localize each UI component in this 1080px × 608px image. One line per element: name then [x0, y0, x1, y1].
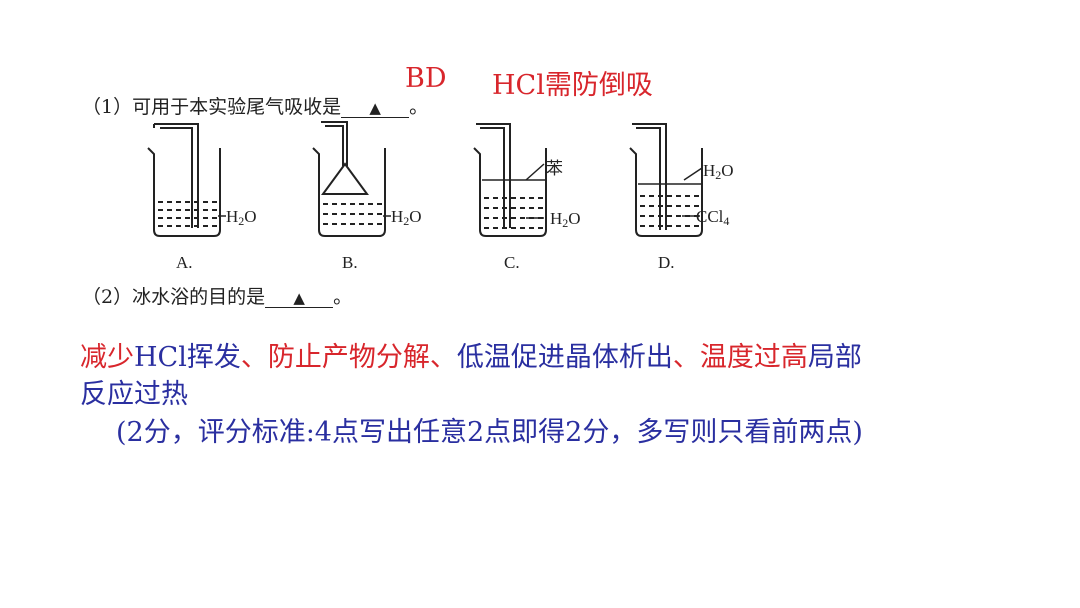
question-2: （2）冰水浴的目的是 ▲ 。: [82, 282, 352, 309]
answer-2-part: 、: [672, 342, 700, 373]
question-1-text: （1）可用于本实验尾气吸收是: [82, 96, 342, 118]
beaker-b-liquid: H2O: [391, 207, 422, 228]
scoring-criteria: (2分，评分标准:4点写出任意2点即得2分，多写则只看前两点): [116, 417, 863, 448]
answer-2-part: 温度过高: [699, 342, 808, 373]
blank-marker-triangle: ▲: [369, 99, 381, 117]
beaker-b: [312, 121, 391, 237]
answer-2-part: 局部: [807, 342, 862, 373]
answer-2-part: HCl挥发: [134, 342, 241, 373]
beaker-d-top: H2O: [703, 161, 734, 182]
answer-blank-2: ▲: [265, 289, 334, 308]
beaker-a: [147, 123, 226, 237]
answer-2-part: 低温促进晶体析出: [456, 342, 673, 373]
absorption-apparatus-diagram: H2O A. H2O B. 苯 H2O C.: [147, 121, 734, 272]
answer-2-part: 减少: [80, 342, 134, 373]
beaker-d: [629, 123, 703, 237]
answer-2-line-1: 减少HCl挥发、防止产物分解、低温促进晶体析出、温度过高局部: [80, 335, 862, 374]
answer-2-part: 防止产物分解: [267, 342, 430, 373]
answer-2-part: 、: [429, 342, 457, 373]
beaker-b-label: B.: [342, 253, 358, 272]
question-1: （1）可用于本实验尾气吸收是 ▲ 。: [82, 92, 428, 119]
beaker-c-top: 苯: [546, 159, 563, 178]
beaker-c-liquid: H2O: [550, 209, 581, 230]
question-2-suffix: 。: [333, 286, 353, 308]
answer-bd: BD: [405, 63, 447, 94]
beaker-a-liquid: H2O: [226, 207, 257, 228]
answer-2-part: 、: [240, 342, 268, 373]
beaker-a-label: A.: [176, 253, 193, 272]
beaker-d-liquid: CCl4: [696, 207, 729, 228]
answer-2-line-2: 反应过热: [80, 379, 188, 410]
beaker-c-label: C.: [504, 253, 520, 272]
question-1-suffix: 。: [409, 96, 429, 118]
beaker-c: [473, 123, 547, 237]
beaker-d-label: D.: [658, 253, 675, 272]
blank-marker-triangle: ▲: [293, 289, 305, 307]
answer-note-hcl: HCl需防倒吸: [492, 70, 653, 101]
question-2-text: （2）冰水浴的目的是: [82, 286, 266, 308]
answer-blank-1: ▲: [341, 99, 410, 118]
